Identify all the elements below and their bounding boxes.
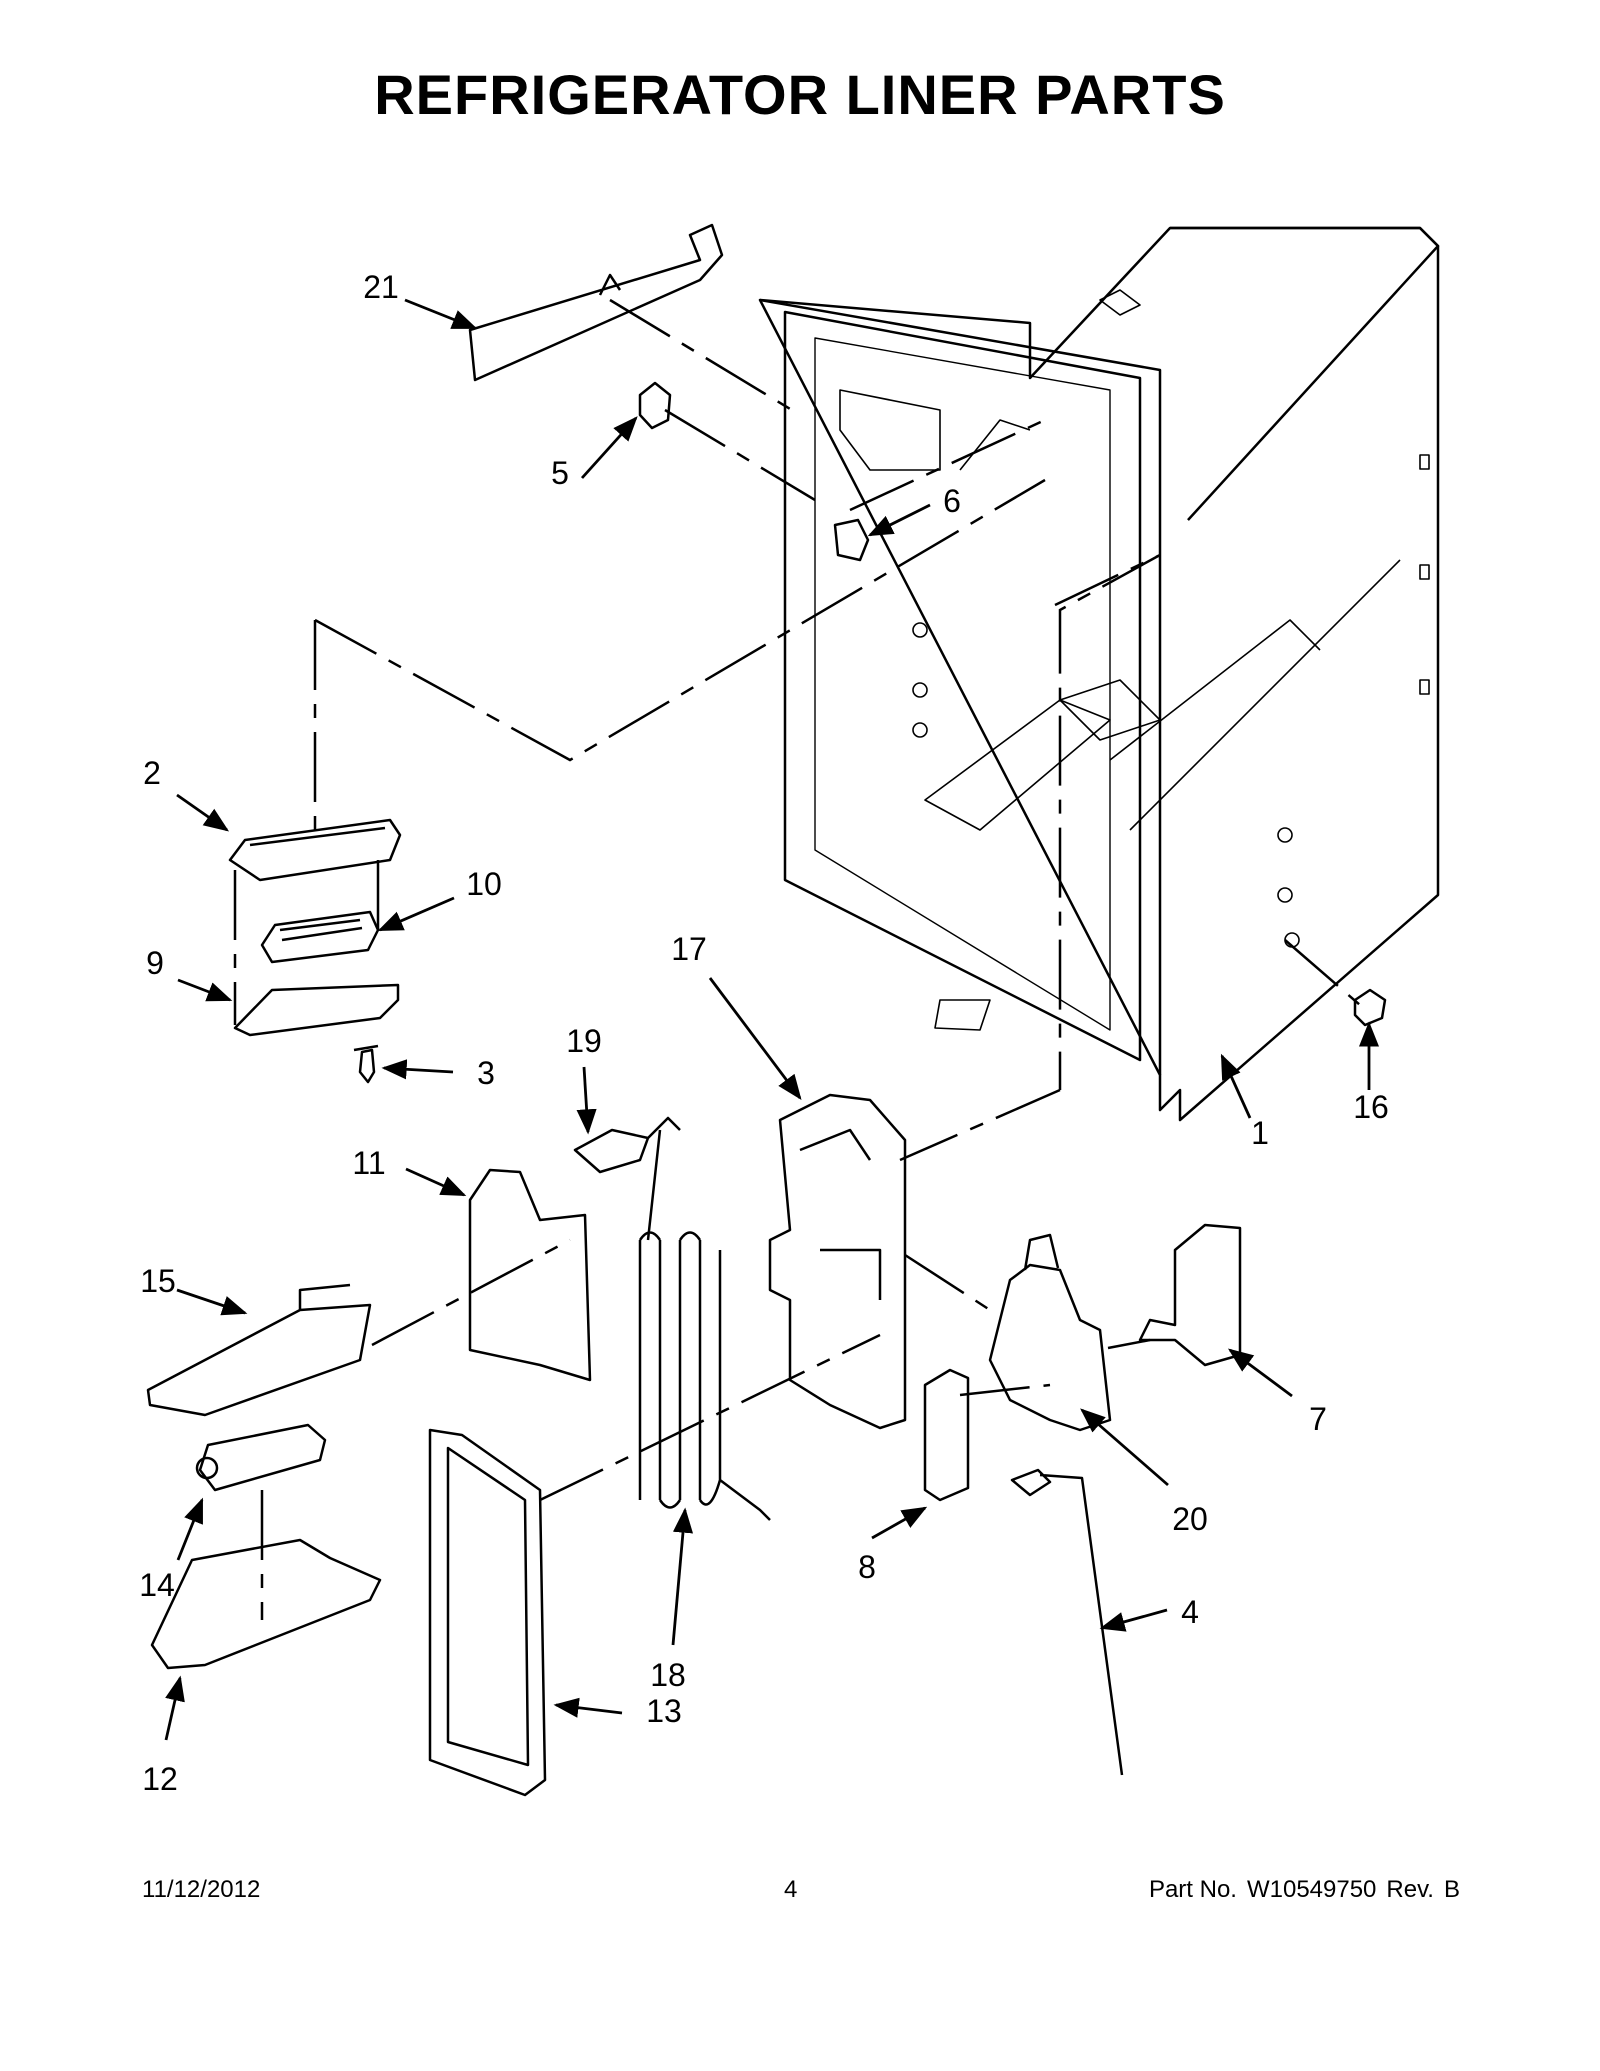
callout-13: 13 bbox=[646, 1693, 682, 1729]
part-10 bbox=[260, 910, 380, 964]
callout-12: 12 bbox=[142, 1761, 178, 1797]
footer-date: 11/12/2012 bbox=[142, 1876, 261, 1903]
callout-15: 15 bbox=[140, 1263, 176, 1299]
part-9 bbox=[233, 983, 400, 1037]
callout-9: 9 bbox=[146, 945, 164, 981]
callout-3: 3 bbox=[477, 1055, 495, 1091]
part-16 bbox=[1353, 988, 1387, 1027]
callout-5: 5 bbox=[551, 455, 569, 491]
part-label: Part No. bbox=[1148, 1876, 1237, 1903]
part-15 bbox=[146, 1283, 372, 1417]
callout-14: 14 bbox=[139, 1567, 175, 1603]
callout-17: 17 bbox=[671, 931, 707, 967]
page-title: REFRIGERATOR LINER PARTS bbox=[374, 63, 1226, 126]
callout-20: 20 bbox=[1172, 1501, 1208, 1537]
part-4 bbox=[1010, 1468, 1124, 1776]
part-14 bbox=[198, 1423, 327, 1492]
callout-2: 2 bbox=[143, 755, 161, 791]
callout-1: 1 bbox=[1251, 1115, 1269, 1151]
part-3 bbox=[353, 1044, 379, 1084]
callout-21: 21 bbox=[363, 269, 399, 305]
liner-part-1 bbox=[758, 226, 1440, 1122]
part-5 bbox=[638, 381, 672, 430]
part-7 bbox=[1138, 1223, 1242, 1367]
callout-8: 8 bbox=[858, 1549, 876, 1585]
leader-lines bbox=[233, 298, 1361, 1620]
callout-4: 4 bbox=[1181, 1594, 1199, 1630]
callout-16: 16 bbox=[1353, 1089, 1389, 1125]
callout-arrows bbox=[164, 298, 1380, 1741]
part-13 bbox=[428, 1428, 547, 1797]
part-18 bbox=[638, 1129, 771, 1521]
footer-part-number: Part No. W10549750 Rev. B bbox=[1139, 1876, 1460, 1904]
part-number: W10549750 bbox=[1246, 1876, 1377, 1903]
part-11 bbox=[468, 1168, 592, 1382]
callout-6: 6 bbox=[943, 483, 961, 519]
part-19 bbox=[573, 1116, 681, 1174]
rev-value: B bbox=[1443, 1876, 1460, 1903]
part-2 bbox=[228, 818, 402, 882]
part-6 bbox=[833, 518, 870, 562]
callout-labels: 1 2 3 4 5 6 7 8 9 10 11 12 13 14 15 16 1… bbox=[139, 269, 1389, 1797]
callout-10: 10 bbox=[466, 866, 502, 902]
callout-7: 7 bbox=[1309, 1401, 1327, 1437]
part-8 bbox=[923, 1368, 970, 1502]
callout-11: 11 bbox=[352, 1145, 385, 1181]
footer-page-number: 4 bbox=[784, 1876, 798, 1903]
part-12 bbox=[150, 1538, 382, 1670]
part-20 bbox=[988, 1233, 1112, 1432]
rev-label: Rev. bbox=[1386, 1876, 1434, 1903]
callout-18: 18 bbox=[650, 1657, 686, 1693]
callout-19: 19 bbox=[566, 1023, 602, 1059]
part-17 bbox=[768, 1093, 907, 1430]
part-21 bbox=[468, 223, 724, 382]
